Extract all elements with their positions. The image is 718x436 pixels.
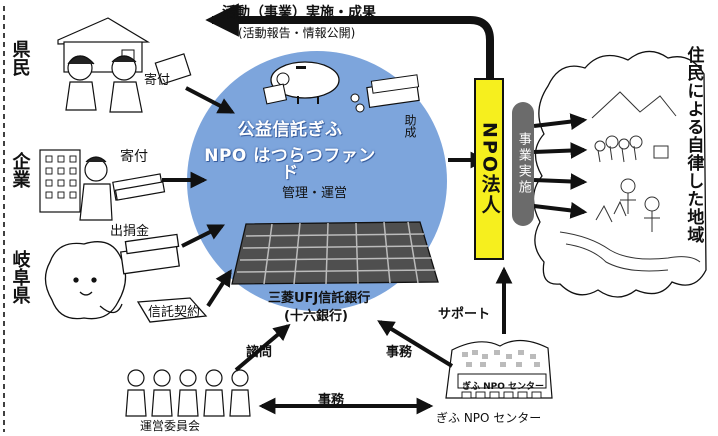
grant-label: 助成	[403, 114, 417, 138]
region-illustration	[559, 91, 701, 272]
committee-illustration	[125, 369, 251, 417]
npo-center-building-illustration	[445, 339, 553, 399]
bank-sub-name: (十六銀行)	[284, 309, 348, 324]
money-bundle-illustration	[350, 74, 420, 113]
committee-label: 運営委員会	[140, 419, 201, 433]
prefecture-residents-label: 県民	[9, 40, 31, 76]
business-box: 事業実施	[512, 102, 534, 226]
management-label: 管理・運営	[282, 186, 348, 201]
business-label: 事業実施	[515, 132, 531, 196]
support-label: サポート	[438, 307, 491, 322]
office-label-1: 事務	[386, 345, 413, 360]
gifu-prefecture-label: 岐阜県	[9, 250, 31, 304]
gifu-mascot-illustration	[44, 233, 208, 323]
region-label-box: 住民による自律した地域	[683, 46, 704, 244]
result-title: 活動（事業）実施・成果	[222, 5, 376, 21]
prefecture-residents-text: 県民	[9, 40, 31, 76]
consult-arrow	[234, 323, 291, 372]
business-arrow-2	[533, 142, 588, 159]
company-text: 企業	[9, 152, 31, 188]
business-arrow-4	[533, 202, 588, 219]
contribution-arrow	[181, 224, 226, 248]
business-arrow-3	[533, 173, 588, 190]
resident-donation-arrow	[185, 86, 235, 114]
center-label: ぎふ NPO センター	[436, 411, 542, 425]
fund-title-line1: 公益信託ぎふ	[237, 120, 343, 140]
consult-label: 諮問	[246, 345, 273, 360]
company-building-illustration	[39, 149, 81, 213]
businessman-illustration	[79, 156, 166, 221]
contribution-label: 出捐金	[110, 224, 150, 239]
result-arrow	[205, 3, 494, 78]
gifu-prefecture-text: 岐阜県	[9, 250, 31, 304]
office-label-2: 事務	[318, 393, 345, 408]
region-cloud	[532, 50, 707, 298]
npo-label: NPO法人	[478, 122, 501, 216]
npo-box: NPO法人	[474, 78, 504, 260]
donation-company-label: 寄付	[120, 149, 148, 165]
bank-building-illustration	[231, 221, 439, 285]
office-arrow-center-bank	[377, 320, 454, 368]
business-arrow-1	[533, 113, 588, 130]
donation-residents-label: 寄付	[144, 73, 171, 88]
result-subtitle: (活動報告・情報公開)	[238, 26, 356, 40]
piggy-bank-illustration	[262, 61, 340, 105]
company-label: 企業	[9, 152, 31, 188]
bank-name: 三菱UFJ信託銀行	[268, 291, 371, 306]
trust-contract-arrow	[206, 269, 232, 308]
center-sign: ぎふ NPO センター	[462, 382, 545, 392]
residents-illustration	[65, 53, 192, 113]
fund-title-line2: NPO はつらつファンド	[204, 146, 376, 183]
trust-contract-label: 信託契約	[148, 305, 201, 320]
region-label: 住民による自律した地域	[683, 46, 704, 244]
